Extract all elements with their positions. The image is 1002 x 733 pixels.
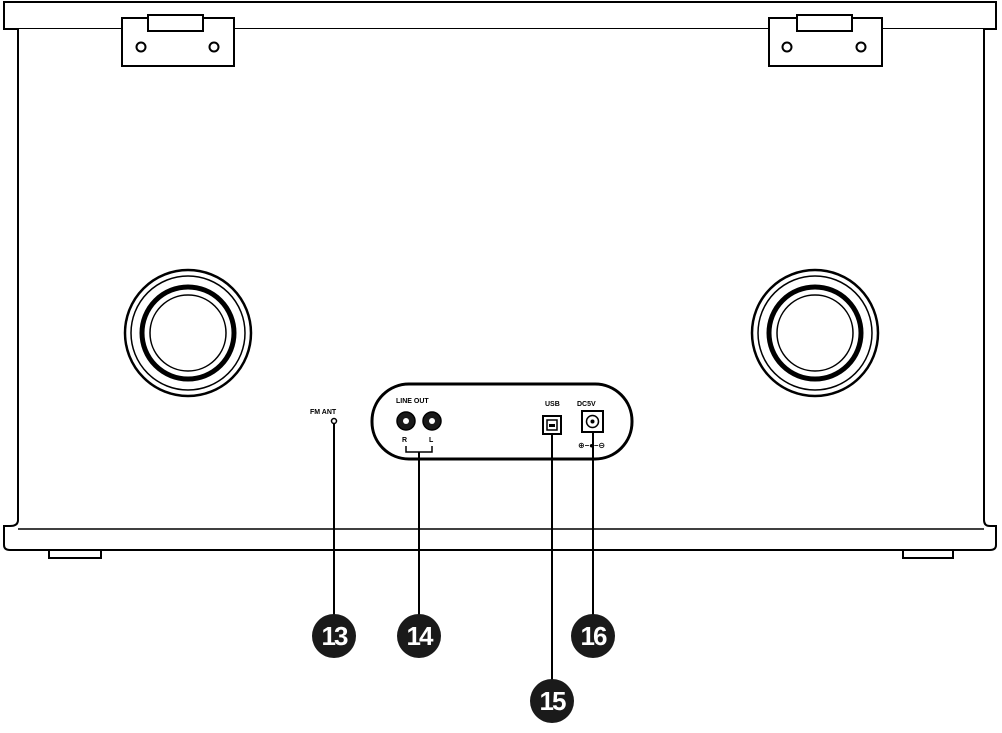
callout-15-number: 15 [540,686,566,716]
hinge-right [768,14,883,67]
bass-port-right [750,268,880,398]
foot-left [48,549,102,559]
usb-b-port [542,415,562,435]
callout-14: 14 [397,614,441,658]
hinge-left [121,14,235,67]
connector-panel: LINE OUT R L USB DC5V ⊕–●–⊖ [370,382,634,461]
line-out-jack-r [396,411,416,431]
hinge-screw [855,41,867,53]
callout-16: 16 [571,614,615,658]
dc-label: DC5V [577,401,596,408]
line-l-label: L [429,437,434,444]
feet [48,549,954,559]
cabinet-body [3,29,997,551]
fm-antenna-wire-point [330,417,338,425]
line-out-jack-l [422,411,442,431]
line-r-label: R [402,437,407,444]
hinge-screw [781,41,793,53]
callout-13: 13 [312,614,356,658]
callout-13-number: 13 [322,621,348,651]
foot-right [902,549,954,559]
usb-label: USB [545,401,560,408]
callout-14-number: 14 [407,621,434,651]
line-out-label: LINE OUT [396,398,429,405]
callout-15: 15 [530,679,574,723]
hinge-screw [208,41,220,53]
dc-jack [581,410,604,433]
dc-polarity-symbol: ⊕–●–⊖ [578,441,605,450]
hinge-screw [135,41,147,53]
fm-ant-label: FM ANT [310,409,337,416]
fm-antenna: FM ANT [310,409,338,425]
leader-lines [333,424,594,680]
bass-port-left [123,268,253,398]
callout-16-number: 16 [581,621,607,651]
